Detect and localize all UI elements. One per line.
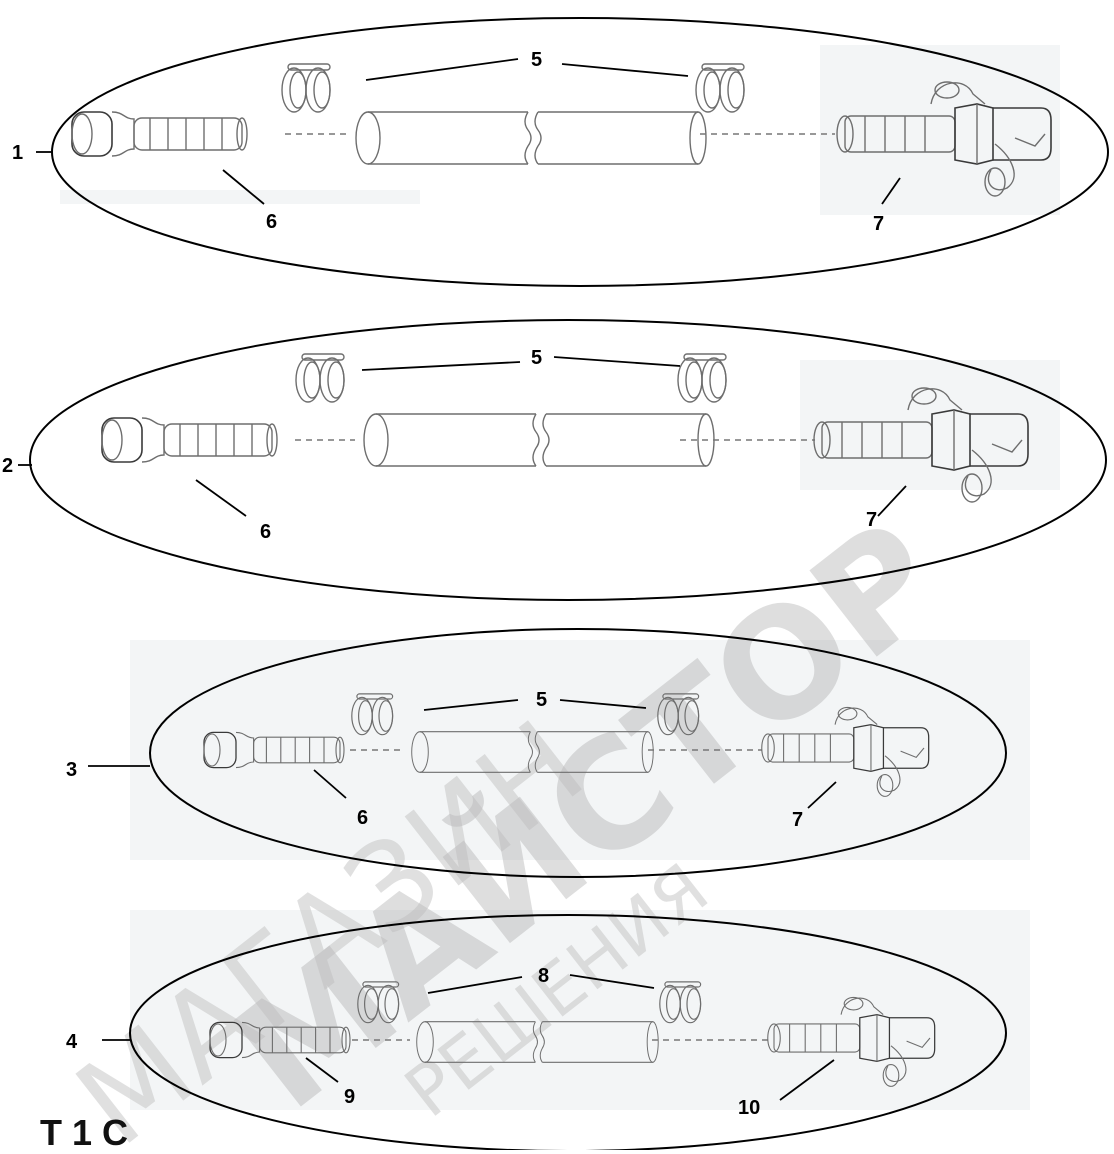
assembly-outline: [149, 628, 1007, 878]
assembly-number: 4: [66, 1031, 78, 1053]
section-caption: Т 1 С: [40, 1112, 129, 1153]
assembly-4: 4 8 9 10: [66, 914, 1007, 1150]
right-coupling-label: 7: [873, 213, 884, 235]
hose-label: 8: [538, 965, 549, 987]
assembly-1: 1 5 6 7: [12, 17, 1109, 287]
assembly-outline: [29, 319, 1107, 601]
assembly-number: 1: [12, 142, 23, 164]
assembly-number: 2: [2, 455, 13, 477]
left-coupling-label: 9: [344, 1086, 355, 1108]
hose-label: 5: [536, 689, 547, 711]
hose-label: 5: [531, 347, 542, 369]
right-coupling-label: 7: [866, 509, 877, 531]
assembly-2: 2 5 6 7: [2, 319, 1107, 601]
assembly-3: 3 5 6 7: [66, 628, 1007, 878]
assembly-number: 3: [66, 759, 77, 781]
left-coupling-label: 6: [357, 807, 368, 829]
left-coupling-label: 6: [260, 521, 271, 543]
left-coupling-label: 6: [266, 211, 277, 233]
right-coupling-label: 10: [738, 1097, 760, 1119]
hose-label: 5: [531, 49, 542, 71]
right-coupling-label: 7: [792, 809, 803, 831]
assembly-outline: [129, 914, 1007, 1150]
